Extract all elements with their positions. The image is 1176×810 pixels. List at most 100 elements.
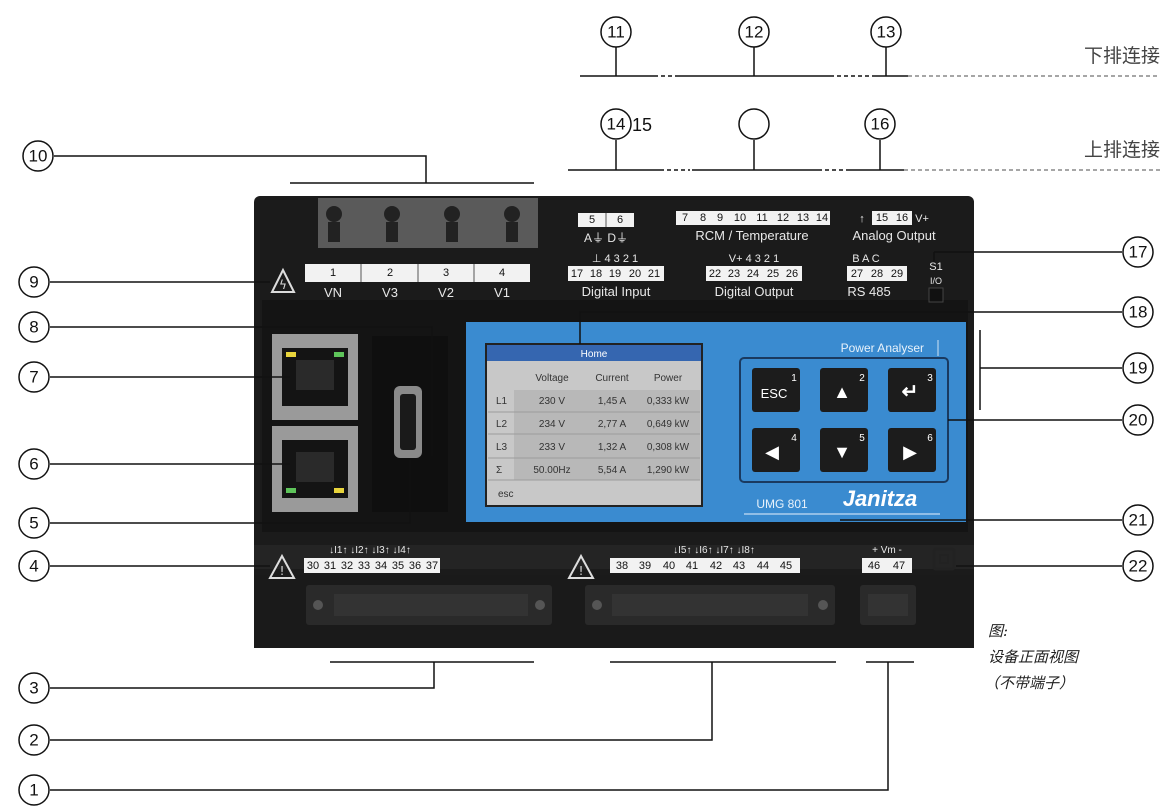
- key-esc[interactable]: ESC 1: [752, 368, 800, 412]
- terminal-34: 34: [375, 560, 387, 572]
- terminal-35: 35: [392, 560, 404, 572]
- brand-logo: Janitza: [843, 486, 918, 511]
- caption-line-3: （不带端子）: [984, 674, 1074, 692]
- callout-22: 22: [1122, 550, 1154, 582]
- svg-text:▲: ▲: [833, 382, 851, 402]
- voltage-terminal-1: 1: [330, 267, 336, 279]
- svg-text:2: 2: [859, 373, 865, 384]
- screen-cell: 1,290 kW: [647, 465, 690, 476]
- lcd-screen: Home Voltage Current Power L1 230 V 1,45…: [485, 343, 703, 507]
- analog-terminal-15: 15: [876, 212, 888, 224]
- svg-text:4: 4: [29, 557, 38, 576]
- svg-text:5: 5: [859, 433, 865, 444]
- panel-title: Power Analyser: [841, 341, 924, 355]
- ethernet-port-upper[interactable]: [272, 334, 358, 420]
- terminal-33: 33: [358, 560, 370, 572]
- voltage-label-v3: V3: [382, 285, 398, 300]
- din-terminal-17: 17: [571, 268, 583, 280]
- analog-label: Analog Output: [852, 228, 936, 243]
- screen-row-label: Σ: [496, 465, 502, 476]
- screen-footer: esc: [498, 489, 514, 500]
- callout-13: 13: [870, 16, 902, 48]
- callout-11: 11: [600, 16, 632, 48]
- rcm-terminal-14: 14: [816, 212, 828, 224]
- callout-6: 6: [18, 448, 50, 480]
- rcm-terminal-12: 12: [777, 212, 789, 224]
- terminal-45: 45: [780, 560, 792, 572]
- svg-text:18: 18: [1129, 303, 1148, 322]
- key-up[interactable]: ▲ 2: [820, 368, 868, 412]
- ground-label: A⏚ D⏚: [584, 231, 628, 245]
- ethernet-port-lower[interactable]: [272, 426, 358, 512]
- rcm-terminal-block: 7 8 9 10 11 12 13 14 RCM / Temperature: [676, 211, 830, 243]
- svg-text:1: 1: [29, 781, 38, 800]
- key-right[interactable]: ▶ 6: [888, 428, 936, 472]
- screen-row-label: L2: [496, 419, 508, 430]
- terminal-30: 30: [307, 560, 319, 572]
- svg-text:3: 3: [29, 679, 38, 698]
- rs-terminal-29: 29: [891, 268, 903, 280]
- terminal-39: 39: [639, 560, 651, 572]
- svg-text:6: 6: [29, 455, 38, 474]
- callout-14: 14: [600, 108, 632, 140]
- callout-20: 20: [1122, 404, 1154, 436]
- din-label: Digital Input: [582, 284, 651, 299]
- dout-terminal-24: 24: [747, 268, 759, 280]
- screen-cell: 50.00Hz: [533, 465, 570, 476]
- rcm-terminal-8: 8: [700, 212, 706, 224]
- svg-text:ESC: ESC: [761, 386, 788, 401]
- svg-text:14: 14: [607, 115, 626, 134]
- analog-output-block: ↑ 15 16 V+ Analog Output: [852, 211, 936, 243]
- svg-text:4: 4: [791, 433, 797, 444]
- callout-19: 19: [1122, 352, 1154, 384]
- rs-terminal-27: 27: [851, 268, 863, 280]
- current-input-block-5-8: ! ↓I5↑ ↓I6↑ ↓I7↑ ↓I8↑ 38 39 40 41 42 43 …: [567, 545, 800, 579]
- din-top-label: ⊥ 4 3 2 1: [592, 253, 638, 265]
- callout-17: 17: [1122, 236, 1154, 268]
- bottom-connector-2: [585, 585, 835, 625]
- bottom-connector-3: [860, 585, 916, 625]
- analog-suffix: V+: [915, 213, 929, 225]
- svg-text:9: 9: [29, 273, 38, 292]
- key-enter[interactable]: ↵ 3: [888, 368, 936, 412]
- voltage-terminal-4: 4: [499, 267, 505, 279]
- callout-7: 7: [18, 361, 50, 393]
- svg-text:▶: ▶: [903, 442, 917, 462]
- screen-title: Home: [581, 349, 608, 360]
- screen-header-voltage: Voltage: [535, 373, 569, 384]
- square-mark: [932, 547, 956, 571]
- rs485-block: B A C 27 28 29 RS 485: [847, 253, 907, 299]
- svg-text:3: 3: [927, 373, 933, 384]
- warning-icon: ϟ: [270, 267, 296, 293]
- terminal-37: 37: [426, 560, 438, 572]
- key-left[interactable]: ◀ 4: [752, 428, 800, 472]
- rcm-terminal-11: 11: [756, 212, 767, 224]
- rcm-terminal-7: 7: [682, 212, 688, 224]
- terminal-36: 36: [409, 560, 421, 572]
- svg-text:!: !: [280, 564, 285, 578]
- svg-text:21: 21: [1129, 511, 1148, 530]
- screen-cell: 234 V: [539, 419, 565, 430]
- key-down[interactable]: ▼ 5: [820, 428, 868, 472]
- svg-text:8: 8: [29, 318, 38, 337]
- ground-terminal-6: 6: [617, 214, 623, 226]
- callout-15-circle: [738, 108, 770, 140]
- switch-sub-label: I/O: [930, 276, 942, 286]
- terminal-41: 41: [686, 560, 698, 572]
- bottom-connector-1: [306, 585, 552, 625]
- rcm-terminal-9: 9: [717, 212, 723, 224]
- terminal-32: 32: [341, 560, 353, 572]
- digital-input-block: ⊥ 4 3 2 1 17 18 19 20 21 Digital Input: [568, 253, 664, 299]
- din-terminal-19: 19: [609, 268, 621, 280]
- voltage-screw-terminal: [318, 198, 538, 248]
- s1-switch[interactable]: S1 I/O: [928, 261, 944, 303]
- terminal-44: 44: [757, 560, 769, 572]
- dout-terminal-25: 25: [767, 268, 779, 280]
- callout-21: 21: [1122, 504, 1154, 536]
- aux-top-label: + Vm -: [872, 545, 902, 556]
- callout-9: 9: [18, 266, 50, 298]
- screen-cell: 0,649 kW: [647, 419, 690, 430]
- screen-header-current: Current: [595, 373, 629, 384]
- terminal-31: 31: [324, 560, 336, 572]
